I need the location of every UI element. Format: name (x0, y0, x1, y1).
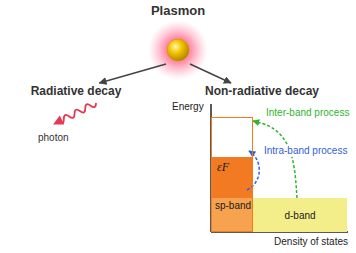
decay-arrow (190, 64, 231, 83)
process-label: Intra-band process (264, 145, 347, 157)
decay-arrow (253, 121, 297, 198)
decay-node: Non-radiative decay (203, 83, 321, 99)
axis-label: Energy (172, 101, 204, 113)
fermi-level-label: εF (217, 160, 229, 175)
plasmon-glow (148, 20, 208, 80)
node-label: Radiative decay (31, 84, 122, 98)
axis-label: Density of states (274, 236, 348, 248)
sp-band-box: εF sp-band (211, 117, 253, 232)
process-label: Inter-band process (266, 107, 349, 119)
plasmon-sphere: Plasmon (149, 3, 207, 64)
photon-label: photon (38, 132, 69, 144)
decay-node: Radiative decay (29, 83, 124, 99)
node-label: Non-radiative decay (205, 84, 319, 98)
decay-arrow (99, 64, 166, 83)
band-label: sp-band (215, 200, 251, 211)
d-band-box: d-band (253, 198, 347, 232)
photon-arrowhead (51, 116, 64, 129)
sp-band-overlap (211, 198, 253, 232)
node-heading: Plasmon (151, 3, 205, 18)
band-label: d-band (284, 210, 315, 221)
intra-band-arrow (247, 151, 259, 190)
photon-wave (51, 99, 98, 129)
gold-nanoparticle (167, 39, 189, 61)
photon-wave-line (59, 100, 97, 123)
sp-band-filled (211, 157, 253, 198)
